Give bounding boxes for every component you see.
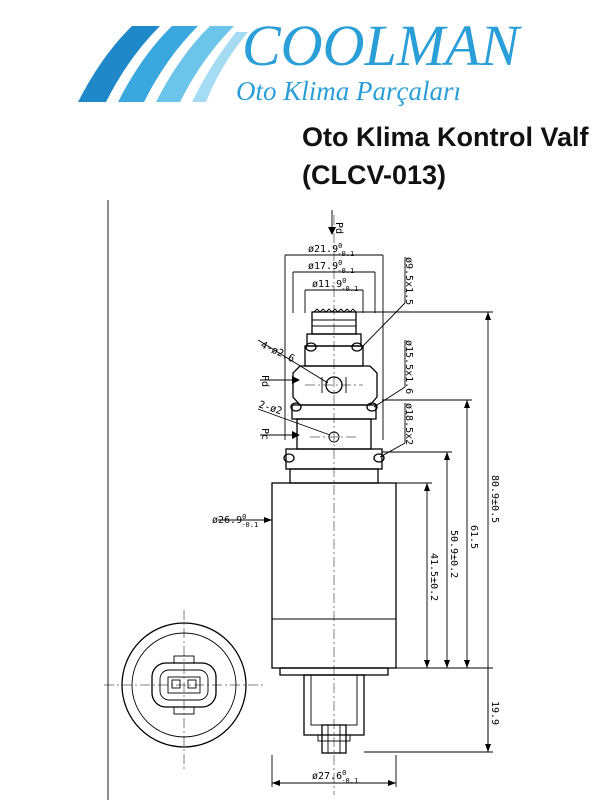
brand-tagline: Oto Klima Parçaları [236, 76, 461, 106]
d21-9-base: ø21.9 [308, 244, 338, 255]
part-number: (CLCV-013) [302, 160, 447, 190]
d21-9-sub: -0.1 [337, 250, 354, 258]
svg-text:ø21.90-0.1: ø21.90-0.1 [308, 242, 354, 258]
oring-1-label: ø9.5x1.5 [403, 257, 414, 305]
technical-drawing: Pd ø21.90-0.1 ø17.90-0.1 ø11.90-0.1 [104, 200, 500, 800]
d26-9-sup: 0 [242, 513, 246, 521]
oring-leader-2: ø15.5x1.6 [373, 340, 414, 408]
len-total-label: 80.9±0.5 [489, 475, 500, 523]
oring-leader-3: ø18.5x2 [379, 403, 414, 458]
coolman-logo: COOLMAN Oto Klima Parçaları [78, 13, 522, 106]
dimension-d27-6: ø27.60-0.1 [271, 755, 397, 787]
upper-port-body [292, 365, 378, 406]
wave-stripes-icon [78, 26, 248, 102]
d17-9-sub: -0.1 [337, 267, 354, 275]
pressure-arrow-low: Pc [259, 428, 300, 440]
pressure-label-mid: Pd [259, 375, 270, 387]
connector-bottom [303, 674, 365, 754]
valve-head [304, 308, 364, 367]
holes-2-label: 2-ø2 [257, 399, 283, 417]
d27-6-base: ø27.6 [312, 771, 342, 782]
svg-text:ø11.90-0.1: ø11.90-0.1 [312, 277, 358, 293]
pressure-label-low: Pc [259, 428, 270, 440]
length-dimensions: 80.9±0.5 61.5 50.9±0.2 41.5±0.2 19.9 [356, 311, 500, 753]
holes-1-label: 4-ø2.6 [259, 340, 296, 365]
d11-9-sup: 0 [342, 277, 346, 285]
oring-leader-1: ø9.5x1.5 [361, 257, 414, 348]
oring-2-label: ø15.5x1.6 [403, 340, 414, 394]
oring-3-label: ø18.5x2 [403, 403, 414, 445]
len-19-label: 19.9 [489, 701, 500, 725]
dimension-d21-9: ø21.90-0.1 [284, 242, 384, 440]
pressure-arrow-top: Pd [328, 210, 344, 235]
d17-9-sup: 0 [338, 259, 342, 267]
len-61-label: 61.5 [468, 525, 479, 549]
pressure-arrow-mid: Pd [259, 375, 300, 387]
d26-9-base: ø26.9 [212, 515, 242, 526]
dimension-d11-9: ø11.90-0.1 [304, 277, 364, 313]
d11-9-sub: -0.1 [341, 285, 358, 293]
dimension-d17-9: ø17.90-0.1 [292, 259, 376, 313]
d11-9-base: ø11.9 [312, 279, 342, 290]
d27-6-sup: 0 [342, 769, 346, 777]
dimension-d26-9: ø26.90-0.1 [212, 513, 272, 529]
page-title: Oto Klima Kontrol Valf [302, 122, 589, 152]
svg-text:ø27.60-0.1: ø27.60-0.1 [312, 769, 358, 785]
d17-9-base: ø17.9 [308, 261, 338, 272]
bottom-end-view [104, 610, 264, 770]
brand-name: COOLMAN [242, 13, 522, 78]
len-50-label: 50.9±0.2 [448, 530, 459, 578]
d21-9-sup: 0 [338, 242, 342, 250]
d27-6-sub: -0.1 [341, 777, 358, 785]
svg-text:ø26.90-0.1: ø26.90-0.1 [212, 513, 258, 529]
len-41-label: 41.5±0.2 [428, 553, 439, 601]
d26-9-sub: -0.1 [241, 521, 258, 529]
pressure-label-top: Pd [333, 222, 344, 234]
svg-text:ø17.90-0.1: ø17.90-0.1 [308, 259, 354, 275]
